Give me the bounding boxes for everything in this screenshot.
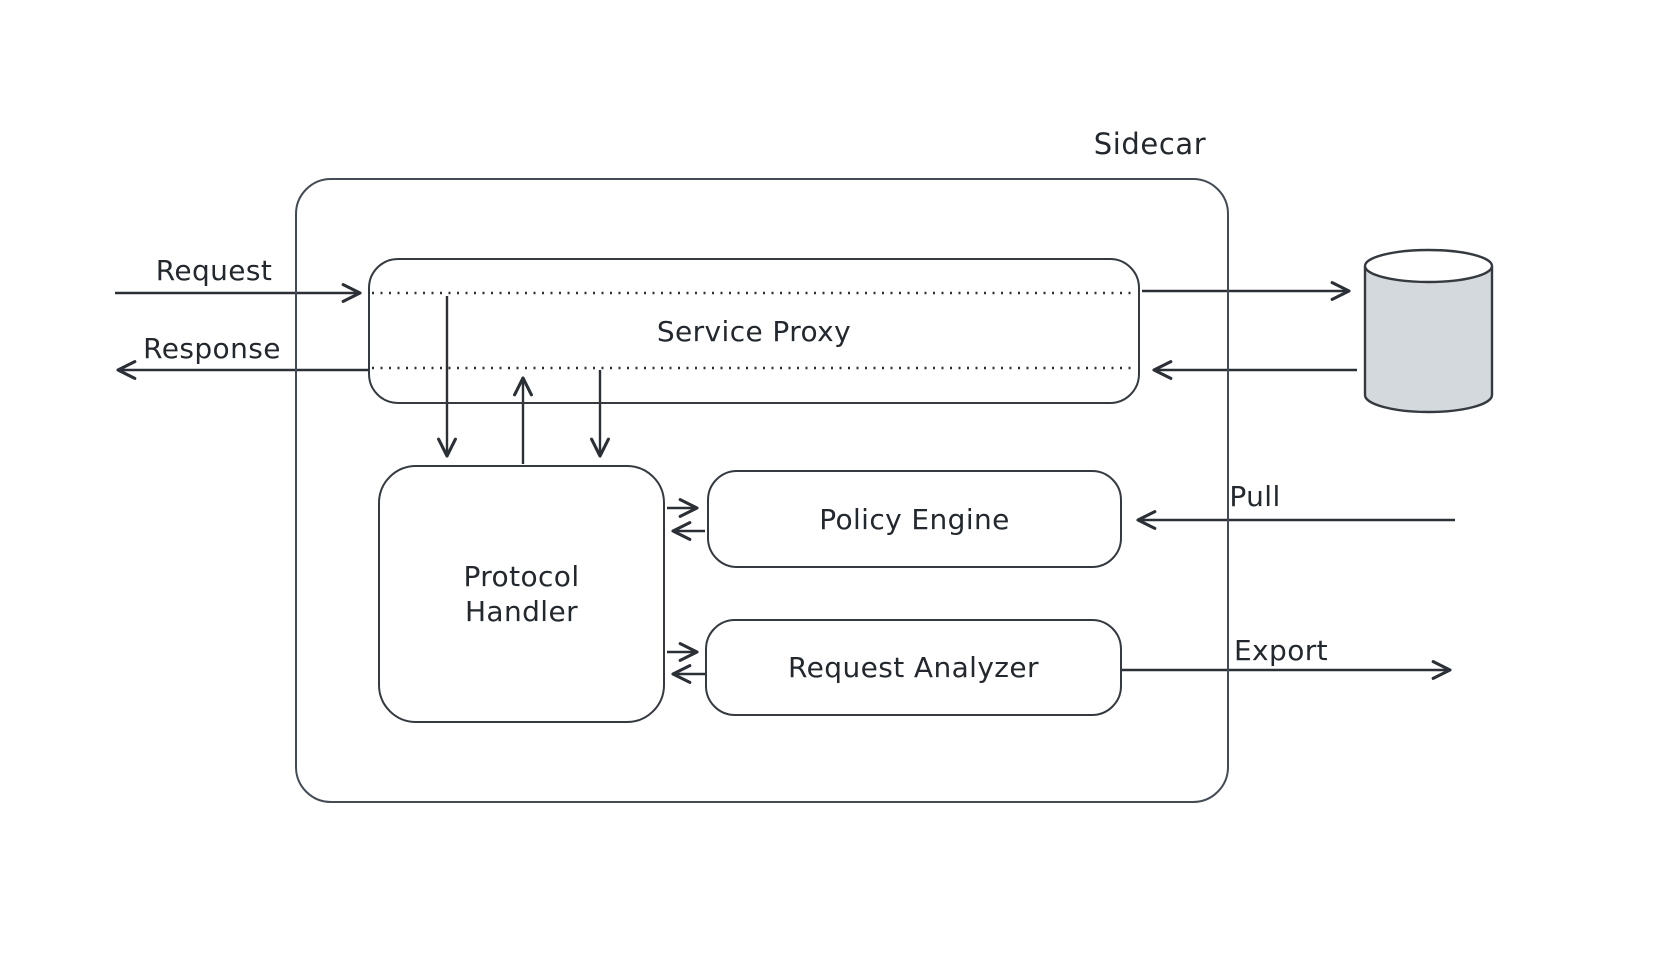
response-arrow-label: Response — [143, 332, 281, 365]
pull-arrow-label: Pull — [1229, 480, 1281, 513]
protocol-handler-label: Protocol Handler — [463, 560, 580, 628]
node-request-analyzer[interactable]: Request Analyzer — [705, 619, 1122, 716]
export-arrow-label: Export — [1233, 634, 1329, 667]
policy-engine-label: Policy Engine — [819, 502, 1010, 536]
request-arrow-label: Request — [155, 254, 273, 287]
node-policy-engine[interactable]: Policy Engine — [707, 470, 1122, 568]
node-service-proxy[interactable]: Service Proxy — [368, 258, 1140, 404]
database-icon[interactable] — [1363, 248, 1494, 414]
node-protocol-handler[interactable]: Protocol Handler — [378, 465, 665, 723]
sidecar-container[interactable] — [295, 178, 1229, 803]
service-proxy-label: Service Proxy — [656, 314, 852, 348]
request-analyzer-label: Request Analyzer — [788, 651, 1039, 684]
sidecar-title: Sidecar — [1093, 127, 1207, 161]
